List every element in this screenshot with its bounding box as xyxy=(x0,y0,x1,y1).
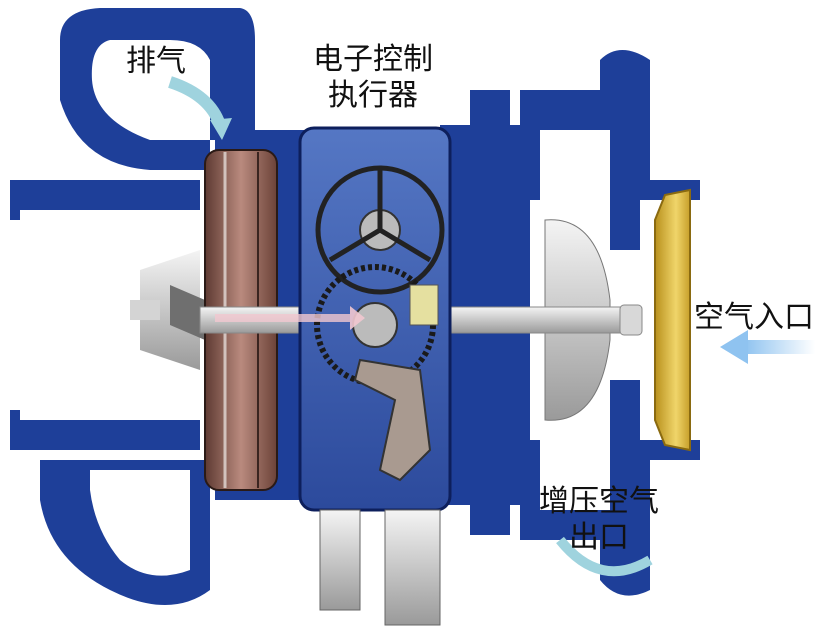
exhaust-arrow-head xyxy=(210,118,232,140)
air-intake-label: 空气入口 xyxy=(694,300,814,335)
boost-air-outlet-label: 增压空气 出口 xyxy=(534,484,664,556)
flow-arrows xyxy=(168,76,815,364)
boost-label-line2: 出口 xyxy=(569,520,629,555)
boost-label-line1: 增压空气 xyxy=(539,484,659,519)
actuator-connectors xyxy=(319,509,441,626)
intake-arrow-head xyxy=(720,330,748,364)
actuator-label-line2: 执行器 xyxy=(328,78,418,113)
electronic-actuator xyxy=(298,126,452,512)
exhaust-label: 排气 xyxy=(126,44,186,79)
turbine-wheel xyxy=(130,250,205,370)
actuator-label-line1: 电子控制 xyxy=(313,42,433,77)
actuator-label: 电子控制 执行器 xyxy=(298,42,448,114)
inlet-cone xyxy=(654,188,691,452)
compressor-housing xyxy=(520,50,700,596)
intake-arrow-body xyxy=(745,340,815,354)
